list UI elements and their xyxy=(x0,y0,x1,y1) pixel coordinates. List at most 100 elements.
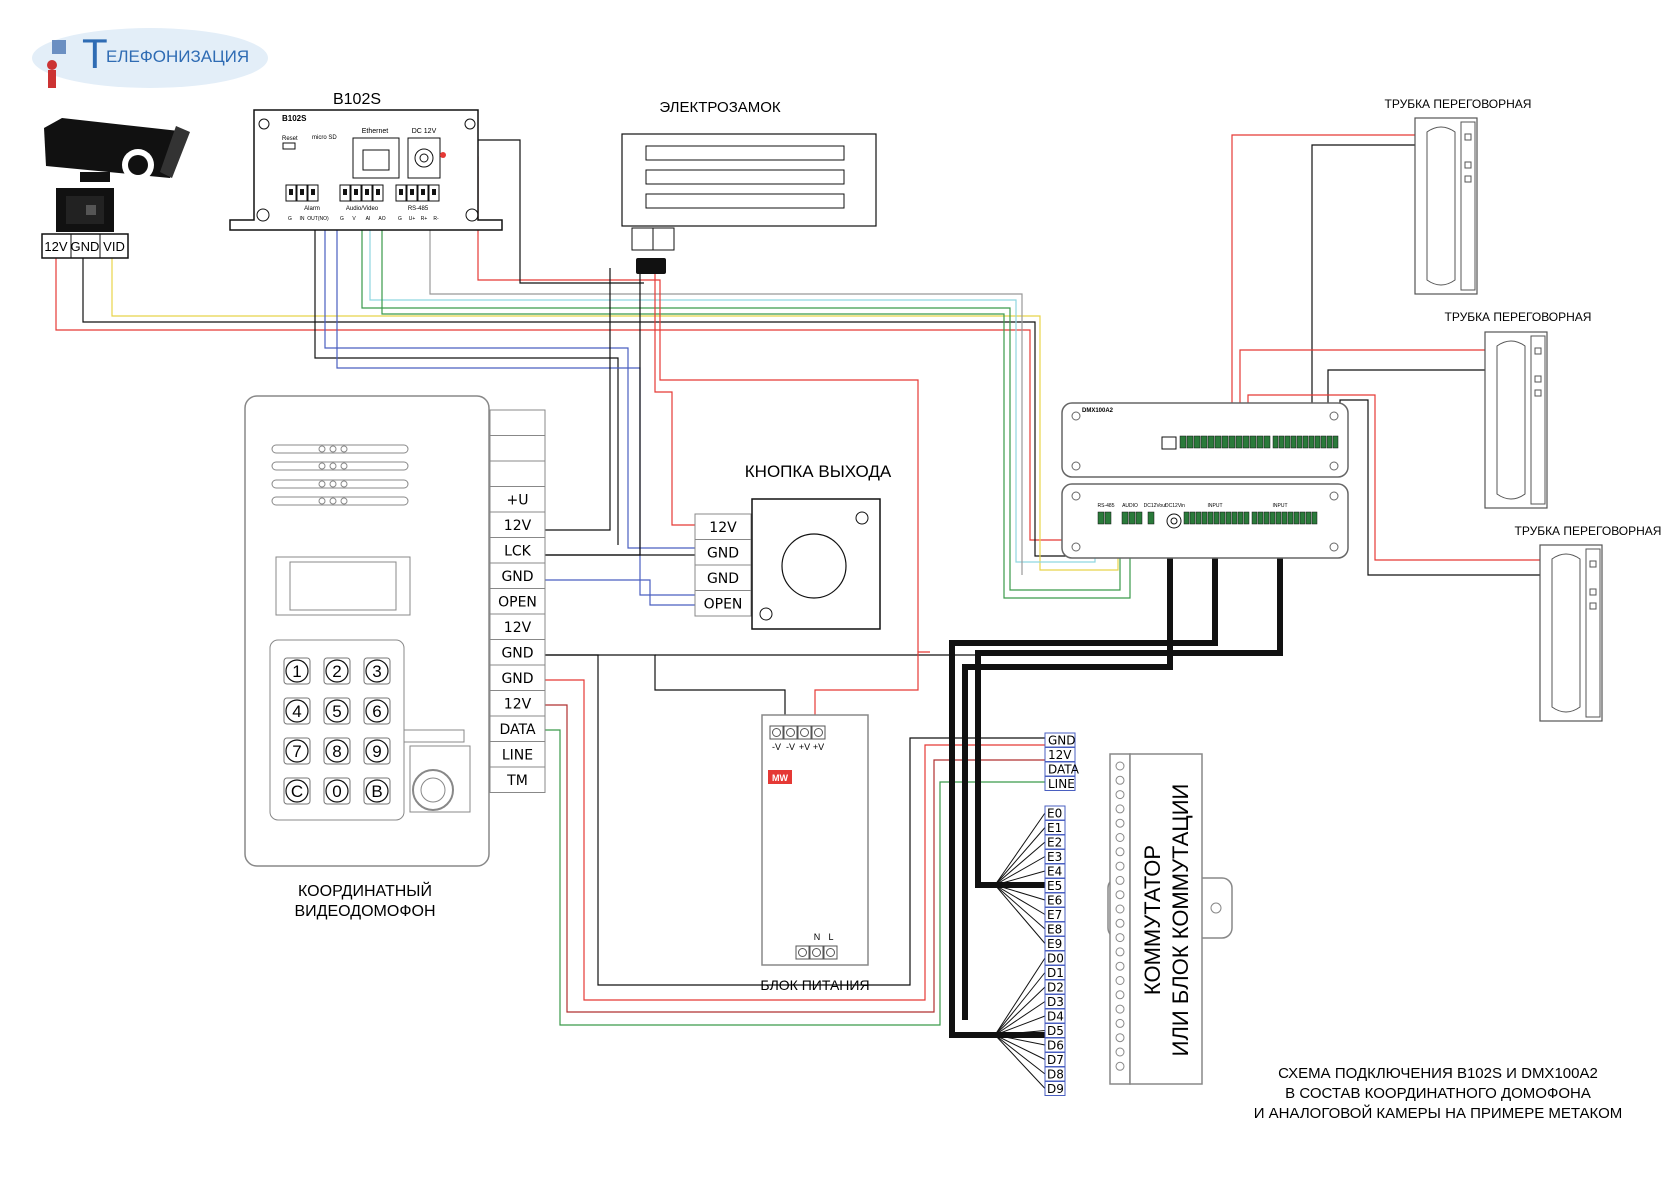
handset-3-side xyxy=(1585,548,1601,718)
grille-hole xyxy=(329,497,337,505)
dmx-label-input-2: INPUT xyxy=(1273,503,1288,509)
b102s-terminal-screw xyxy=(376,189,380,195)
push-button-icon xyxy=(781,533,847,599)
exit-terminal-cell xyxy=(694,590,752,617)
b102s-pin-label: AO xyxy=(378,216,385,222)
psu-input-terminal xyxy=(795,945,810,960)
switch-terminal-label: D2 xyxy=(1047,981,1064,995)
dmx-top-terminal xyxy=(1228,435,1236,449)
dmx-bottom-terminal xyxy=(1189,511,1196,525)
dmx-bottom-terminal xyxy=(1293,511,1300,525)
handset-button xyxy=(1534,389,1542,397)
switch-terminal-label: E8 xyxy=(1047,923,1062,937)
b102s-pin-label: AI xyxy=(366,216,371,222)
b102s-terminal-screw xyxy=(432,189,436,195)
wire-b102s-green1 xyxy=(361,215,1121,591)
dmx-bottom-terminal xyxy=(1128,511,1136,525)
grille-hole xyxy=(318,445,326,453)
keypad-key-label: 4 xyxy=(292,702,301,721)
panel-terminal-cell xyxy=(489,435,546,462)
commutator-screw xyxy=(1115,947,1125,957)
dmx-top-terminal xyxy=(1186,435,1194,449)
switch-terminal-labels: GND12VDATALINEE0E1E2E3E4E5E6E7E8E9D0D1D2… xyxy=(1044,732,1080,1096)
grille-hole xyxy=(340,480,348,488)
switch-terminal-label: E5 xyxy=(1047,879,1062,893)
dmx-label-dcout: DC12Vout xyxy=(1144,503,1167,509)
dmx-bottom-terminals xyxy=(1097,511,1318,525)
grille-slot xyxy=(271,496,409,506)
b102s-terminal-screw xyxy=(410,189,414,195)
b102s-device: B102S B102S Reset micro SD Ethernet DC 1… xyxy=(229,91,503,231)
switch-terminal-label: E1 xyxy=(1047,821,1062,835)
dmx-bottom-terminal xyxy=(1299,511,1306,525)
psu-output-label: -V xyxy=(772,742,781,752)
dmx-top-terminal xyxy=(1326,435,1333,449)
caption-line-1: СХЕМА ПОДКЛЮЧЕНИЯ B102S И DMX100A2 xyxy=(1278,1065,1598,1082)
keypad-key-ring xyxy=(325,779,349,803)
b102s-group-alarm: Alarm xyxy=(304,206,320,212)
commutator-screw xyxy=(1115,976,1125,985)
fan-wire-e xyxy=(994,856,1046,886)
dmx-bottom-terminal xyxy=(1121,511,1129,525)
panel-terminal-cell xyxy=(489,409,546,436)
panel-terminal-label: 12V xyxy=(504,620,532,636)
logo-text: ЕЛЕФОНИЗАЦИЯ xyxy=(106,47,249,66)
wire-lock-red xyxy=(654,268,695,526)
b102s-dc-label: DC 12V xyxy=(412,128,437,135)
b102s-terminal-screw xyxy=(399,189,403,195)
panel-terminal-cell xyxy=(489,766,546,793)
wire-b102s-green2 xyxy=(381,215,1131,599)
panel-terminal-cell xyxy=(489,588,546,615)
camera-terminal-gnd: GND xyxy=(71,239,100,254)
switch-terminal-cell xyxy=(1044,1081,1066,1096)
handset-3-label: ТРУБКА ПЕРЕГОВОРНАЯ xyxy=(1515,524,1662,538)
commutator-screws xyxy=(1115,761,1125,1071)
keypad-key-label: 8 xyxy=(332,742,341,761)
wire-panel-12v xyxy=(545,679,1045,1001)
dmx-top-module: DMX100A2 xyxy=(1061,402,1349,478)
psu-screw xyxy=(798,948,807,957)
handset-button xyxy=(1464,161,1472,169)
b102s-terminal-screw xyxy=(354,189,358,195)
panel-terminal-label: LINE xyxy=(502,748,533,764)
commutator-screw xyxy=(1115,933,1125,943)
handsets: ТРУБКА ПЕРЕГОВОРНАЯ ТРУБКА ПЕРЕГОВОРНАЯ … xyxy=(1385,97,1662,722)
fan-wire-e xyxy=(994,884,1046,886)
dmx-bottom-terminal xyxy=(1225,511,1232,525)
panel-terminal-label: TM xyxy=(506,773,528,789)
panel-terminal-cell xyxy=(489,460,546,487)
dmx-bottom-terminal xyxy=(1183,511,1190,525)
keypad-key-label: 0 xyxy=(332,782,341,801)
wire-b102s-gray xyxy=(429,215,1023,575)
switch-terminal-cell xyxy=(1044,776,1076,791)
keypad-key-label: 1 xyxy=(292,662,301,681)
dmx-bottom-terminal xyxy=(1207,511,1214,525)
dmx-bottom-terminal xyxy=(1243,511,1250,525)
handset-button xyxy=(1464,133,1472,141)
psu-input-terminal xyxy=(809,945,824,960)
fan-wire-d xyxy=(994,1015,1046,1036)
commutator-screw xyxy=(1115,804,1125,814)
svg-text:MW: MW xyxy=(772,773,788,783)
panel-terminal-label: +U xyxy=(507,493,529,509)
dmx-top-terminal xyxy=(1200,435,1208,449)
panel-terminal-cell xyxy=(489,664,546,691)
grille-hole xyxy=(318,462,326,470)
wire-panel-lck xyxy=(545,268,611,531)
b102s-title: B102S xyxy=(333,91,381,108)
handset-2-receiver xyxy=(1496,340,1526,500)
fan-wire-e xyxy=(994,884,1046,930)
grille-hole xyxy=(318,480,326,488)
panel-terminal-cell xyxy=(489,511,546,538)
b102s-group-av: Audio/Video xyxy=(346,206,379,212)
wire-psu-plus xyxy=(814,651,930,715)
commutator-screw xyxy=(1115,890,1125,900)
logo-letter: Т xyxy=(82,30,108,77)
switch-terminal-label: D4 xyxy=(1047,1010,1064,1024)
switch-terminal-label: E6 xyxy=(1047,894,1062,908)
dmx-label-dcin: DC12Vin xyxy=(1165,503,1185,509)
